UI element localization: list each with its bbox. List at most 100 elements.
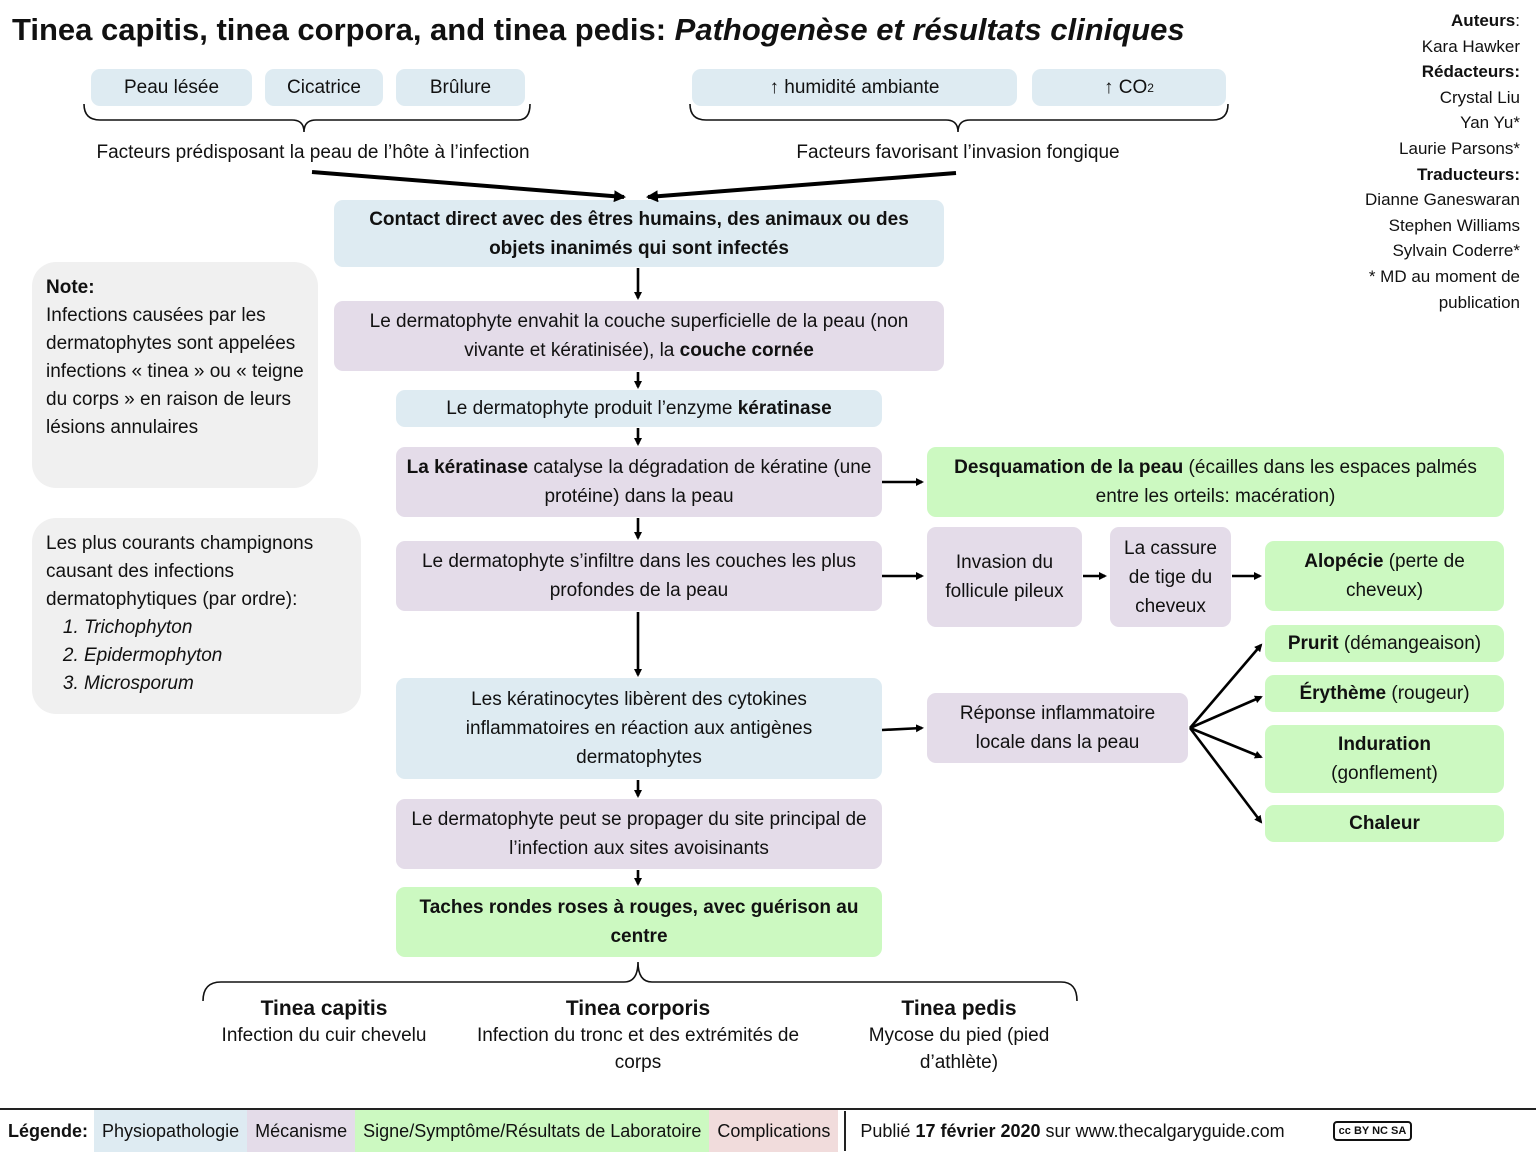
factor-peau-lesee: Peau lésée	[91, 69, 252, 106]
host-factors-label: Facteurs prédisposant la peau de l’hôte …	[96, 142, 530, 163]
fungi-item: Epidermophyton	[84, 642, 347, 670]
editors-label: Rédacteurs:	[1421, 62, 1520, 82]
brace-fungal	[689, 103, 1229, 133]
license-badge-icon: cc BY NC SA	[1332, 1121, 1413, 1141]
box-alopecia: Alopécie (perte de cheveux)	[1265, 541, 1504, 611]
inflammation-text: Réponse inflammatoire locale dans la pea…	[959, 703, 1156, 753]
invade-text: Le dermatophyte envahit la couche superf…	[369, 311, 909, 361]
arrow-inflam-pruritus	[1189, 643, 1263, 729]
box-erythema: Érythème (rougeur)	[1265, 675, 1504, 712]
shaft-text: La cassure de tige du cheveux	[1124, 537, 1217, 617]
catalyse-text: catalyse la dégradation de kératine (une…	[528, 457, 872, 507]
tinea-name: Tinea capitis	[260, 997, 388, 1020]
tinea-desc: Mycose du pied (pied d’athlète)	[868, 1025, 1050, 1073]
factor-label: Brûlure	[429, 77, 492, 98]
translator-name: Sylvain Coderre*	[1392, 241, 1520, 261]
translator-name: Dianne Ganeswaran	[1365, 190, 1520, 210]
induration-bold: Induration	[1338, 734, 1431, 755]
authors-label: Auteurs	[1451, 11, 1516, 30]
legend-separator	[844, 1111, 847, 1151]
published-site: sur www.thecalgaryguide.com	[1040, 1120, 1285, 1141]
fungi-intro: Les plus courants champignons causant de…	[46, 533, 314, 610]
co2-subscript: 2	[1147, 80, 1154, 95]
box-follicle: Invasion du follicule pileux	[927, 527, 1082, 627]
factor-label: ↑ humidité ambiante	[769, 77, 940, 98]
credits-footnote: * MD au moment de publication	[1368, 266, 1520, 312]
factor-label: Peau lésée	[123, 77, 220, 98]
legend-complications: Complications	[709, 1110, 839, 1152]
box-infiltrate: Le dermatophyte s’infiltre dans les couc…	[396, 541, 882, 611]
arrow-keratinocytes-inflam	[881, 724, 924, 733]
catalyse-bold: La kératinase	[406, 457, 529, 478]
factor-label: ↑ CO	[1104, 77, 1148, 98]
box-invade: Le dermatophyte envahit la couche superf…	[334, 301, 944, 371]
page-title: Tinea capitis, tinea corpora, and tinea …	[12, 12, 1185, 48]
tinea-name: Tinea corporis	[565, 997, 711, 1020]
legend: Légende: Physiopathologie Mécanisme Sign…	[0, 1110, 1536, 1152]
invade-bold: couche cornée	[679, 340, 814, 361]
credits: Auteurs: Kara Hawker Rédacteurs: Crystal…	[1335, 8, 1520, 316]
follicle-text: Invasion du follicule pileux	[945, 552, 1064, 602]
arrow-inflam-induration	[1189, 726, 1263, 759]
pruritus-text: (démangeaison)	[1338, 633, 1482, 654]
arrow-inflam-erythema	[1189, 695, 1263, 730]
box-enzyme: Le dermatophyte produit l’enzyme kératin…	[396, 390, 882, 427]
legend-physiopathologie: Physiopathologie	[94, 1110, 248, 1152]
desquam-bold: Desquamation de la peau	[954, 457, 1184, 478]
infiltrate-text: Le dermatophyte s’infiltre dans les couc…	[421, 551, 857, 601]
title-main: Tinea capitis, tinea corpora, and tinea …	[12, 12, 675, 47]
tinea-desc: Infection du tronc et des extrémités de …	[476, 1025, 800, 1073]
note-title: Note:	[46, 277, 95, 298]
box-desquamation: Desquamation de la peau (écailles dans l…	[927, 447, 1504, 517]
legend-mecanisme: Mécanisme	[247, 1110, 356, 1152]
legend-divider	[0, 1108, 1536, 1110]
alopecia-text: (perte de cheveux)	[1345, 551, 1465, 601]
note-box: Note: Infections causées par les dermato…	[32, 262, 318, 488]
box-pruritus: Prurit (démangeaison)	[1265, 625, 1504, 662]
spread-text: Le dermatophyte peut se propager du site…	[411, 809, 867, 859]
arrow-inflam-heat	[1188, 727, 1263, 824]
box-inflammation: Réponse inflammatoire locale dans la pea…	[927, 693, 1188, 763]
box-patches: Taches rondes roses à rouges, avec guéri…	[396, 887, 882, 957]
tinea-capitis: Tinea capitis Infection du cuir chevelu	[196, 995, 452, 1049]
published-date: 17 février 2020	[915, 1120, 1041, 1141]
erythema-text: (rougeur)	[1386, 683, 1470, 704]
heat-bold: Chaleur	[1349, 813, 1420, 834]
contact-text: Contact direct avec des êtres humains, d…	[369, 208, 909, 259]
arrow-host	[311, 170, 626, 203]
tinea-corporis: Tinea corporis Infection du tronc et des…	[462, 995, 814, 1076]
factor-brulure: Brûlure	[396, 69, 525, 106]
fungi-box: Les plus courants champignons causant de…	[32, 518, 361, 714]
pruritus-bold: Prurit	[1287, 633, 1339, 654]
factor-label: Cicatrice	[287, 77, 361, 98]
keratinocytes-text: Les kératinocytes libèrent des cytokines…	[465, 689, 813, 768]
erythema-bold: Érythème	[1299, 683, 1387, 704]
fungi-item: Trichophyton	[84, 614, 347, 642]
box-catalyse: La kératinase catalyse la dégradation de…	[396, 447, 882, 517]
fungal-factors-label: Facteurs favorisant l’invasion fongique	[796, 142, 1120, 163]
title-italic: Pathogenèse et résultats cliniques	[674, 12, 1185, 47]
published-note: Publié 17 février 2020 sur www.thecalgar…	[860, 1121, 1284, 1142]
arrow-fungal	[646, 171, 957, 203]
editor-name: Laurie Parsons*	[1399, 138, 1520, 158]
factor-cicatrice: Cicatrice	[265, 69, 383, 106]
alopecia-bold: Alopécie	[1304, 551, 1384, 572]
factor-humidite: ↑ humidité ambiante	[692, 69, 1017, 106]
box-shaft: La cassure de tige du cheveux	[1110, 527, 1231, 627]
fungi-list: Trichophyton Epidermophyton Microsporum	[46, 614, 347, 698]
desquam-text: (écailles dans les espaces palmés entre …	[1095, 457, 1477, 507]
tinea-desc: Infection du cuir chevelu	[221, 1025, 427, 1046]
induration-text: (gonflement)	[1331, 763, 1438, 784]
note-text: Infections causées par les dermatophytes…	[46, 305, 304, 438]
enzyme-text: Le dermatophyte produit l’enzyme	[446, 398, 738, 419]
enzyme-bold: kératinase	[737, 398, 832, 419]
legend-label: Légende:	[8, 1120, 89, 1141]
translator-name: Stephen Williams	[1388, 215, 1520, 235]
published-prefix: Publié	[860, 1120, 916, 1141]
fungi-item: Microsporum	[84, 670, 347, 698]
patches-text: Taches rondes roses à rouges, avec guéri…	[419, 897, 859, 947]
box-heat: Chaleur	[1265, 805, 1504, 842]
translators-label: Traducteurs:	[1417, 164, 1520, 184]
author-name: Kara Hawker	[1421, 36, 1520, 56]
